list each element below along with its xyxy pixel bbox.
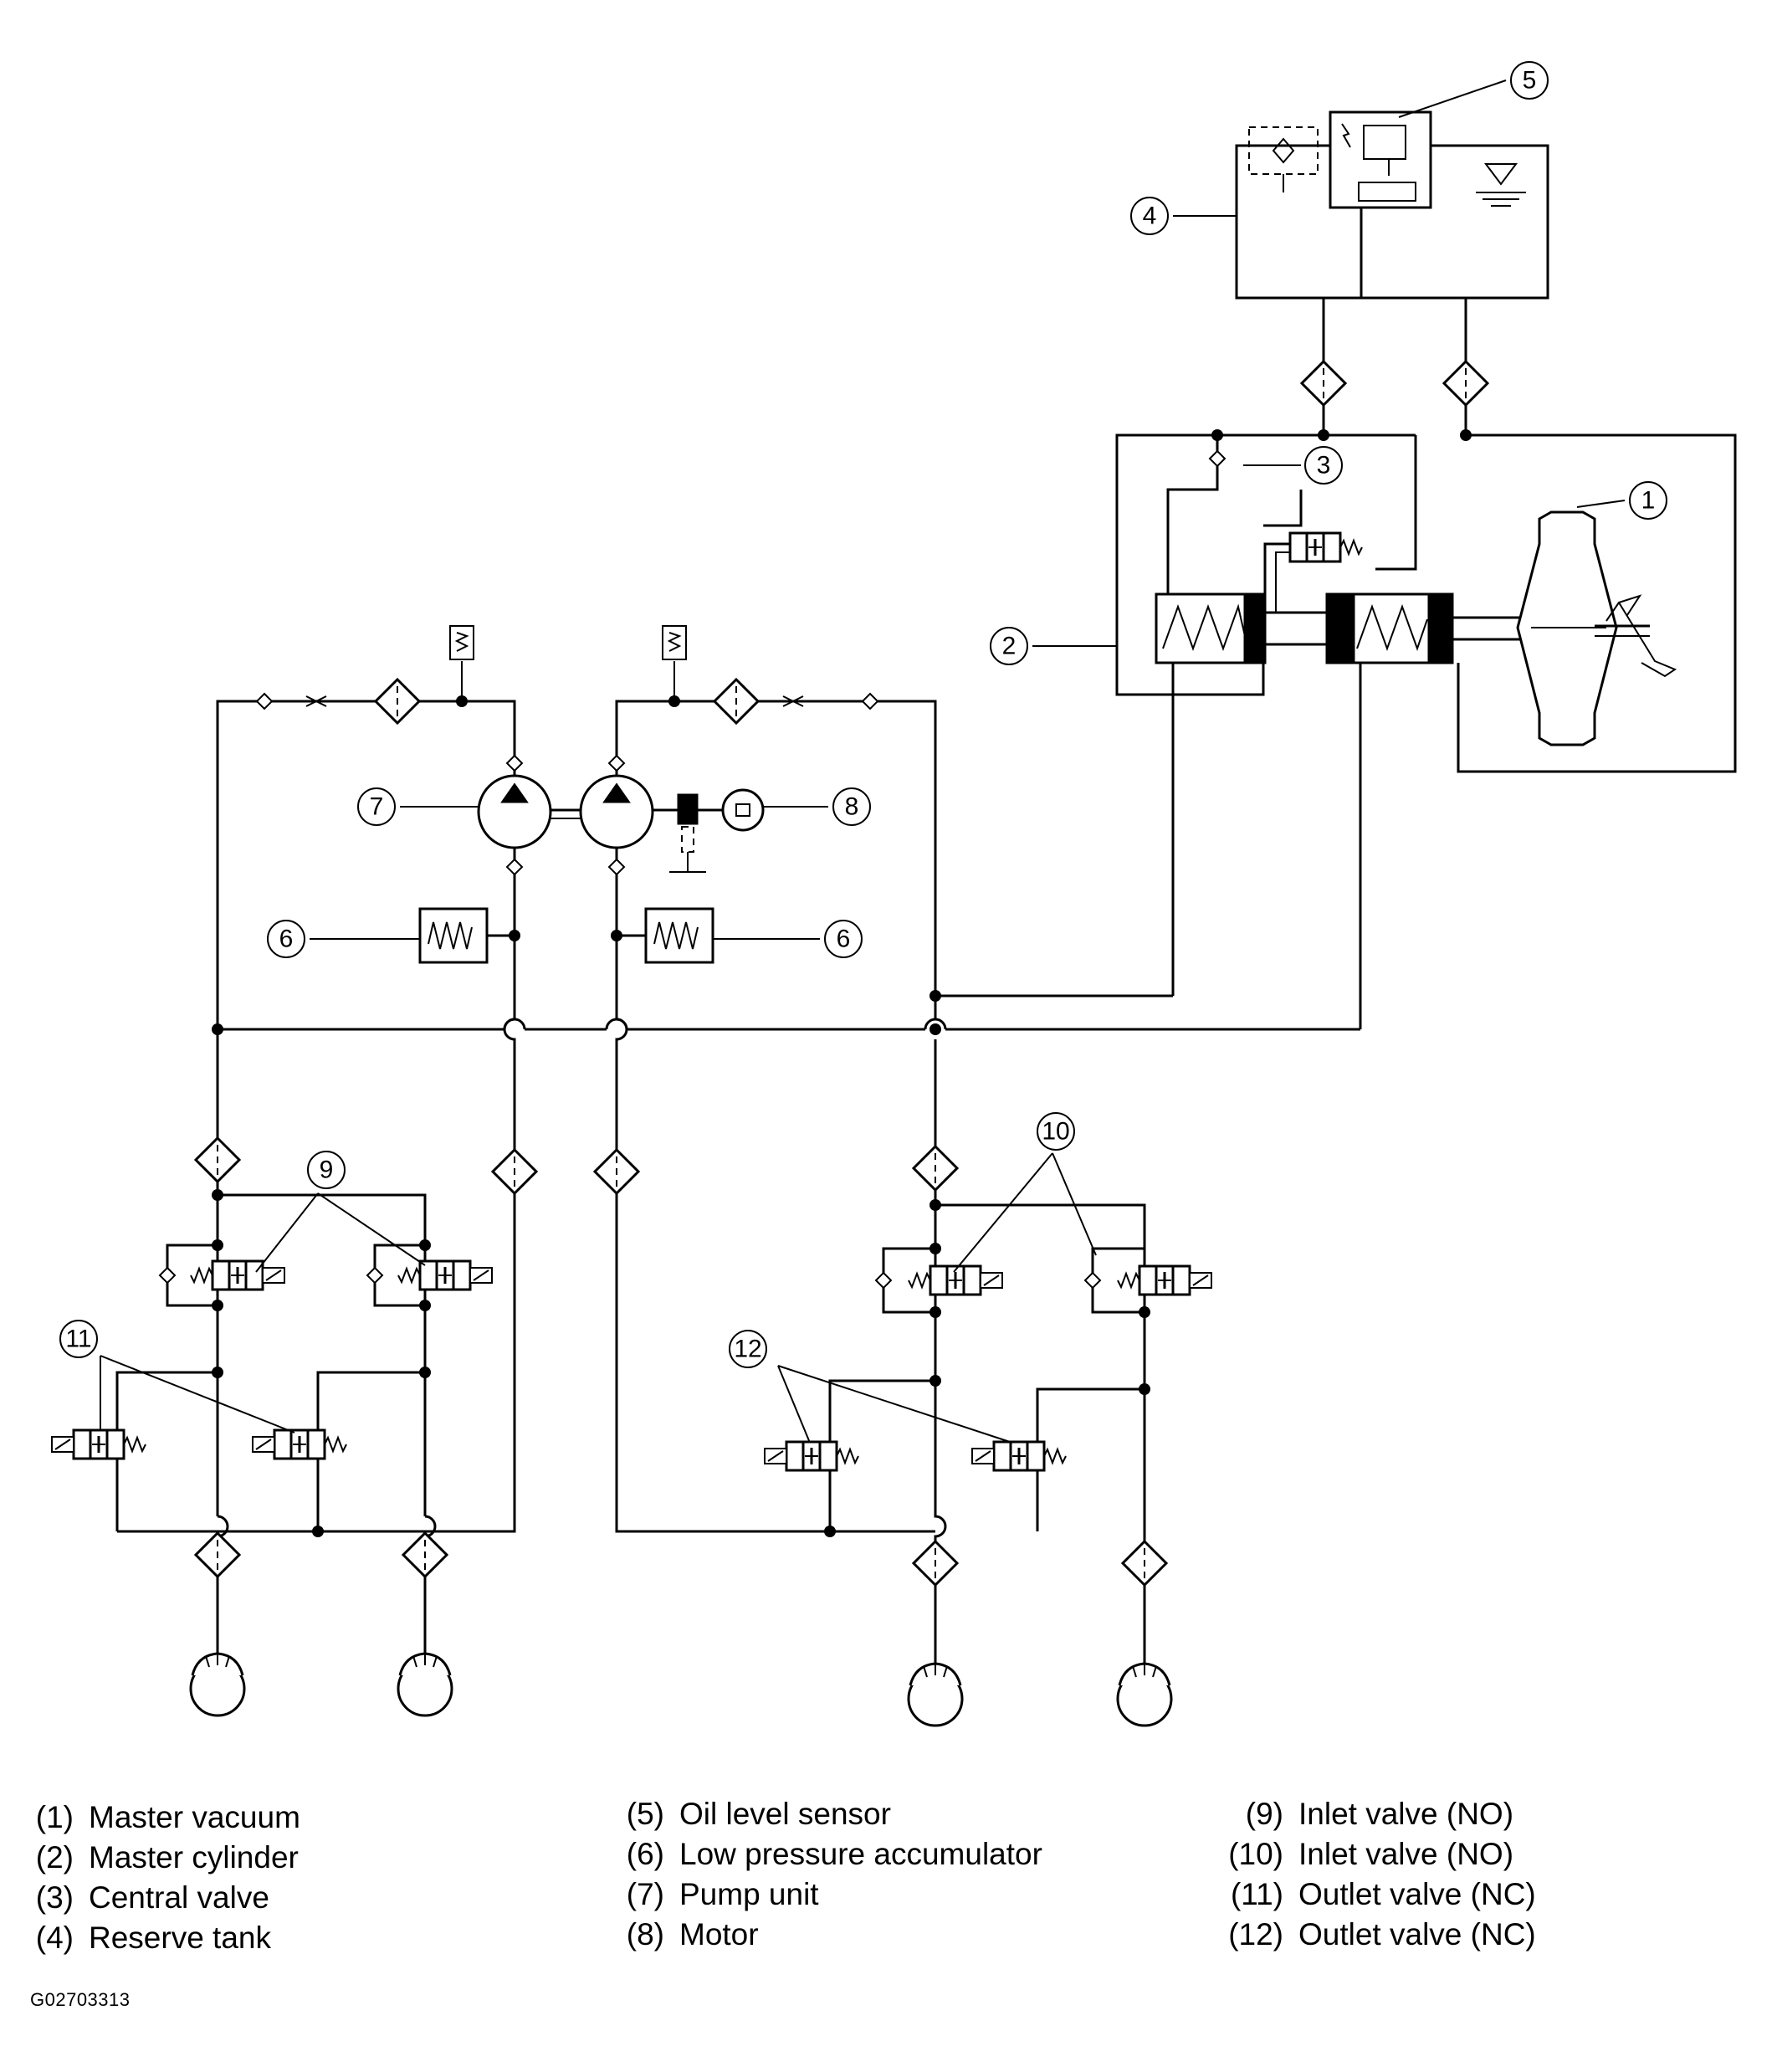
svg-text:11: 11 [65,1326,91,1353]
junction-dots [212,429,1472,1537]
legend-text: Inlet valve (NO) [1298,1837,1514,1871]
right-wheel-circuit [764,1172,1212,1727]
master-vacuum [1457,433,1737,773]
legend-item: (7) Pump unit [621,1875,1042,1915]
svg-text:8: 8 [845,793,859,821]
legend-number: (8) [626,1917,664,1951]
callout-4: 4 [1130,197,1169,235]
callout-1: 1 [1629,481,1667,520]
svg-text:6: 6 [837,926,851,953]
callout-8: 8 [832,787,871,826]
legend-column-1: (1) Master vacuum (2) Master cylinder (3) C… [30,1798,300,1958]
low-pressure-accumulator-left [418,907,515,964]
callout-6-left: 6 [267,920,305,958]
svg-text:10: 10 [1042,1118,1069,1146]
master-cylinder [1115,433,1529,1029]
legend-text: Outlet valve (NC) [1298,1877,1536,1911]
legend-column-3: (9) Inlet valve (NO) (10) Inlet valve (NO)… [1215,1794,1536,1955]
callout-12: 12 [729,1330,767,1368]
pump-unit [477,770,654,875]
legend-number: (1) [35,1800,74,1834]
low-pressure-accumulator-right [617,907,714,964]
legend-column-2: (5) Oil level sensor (6) Low pressure accu… [621,1794,1042,1955]
callout-10: 10 [1037,1112,1075,1151]
svg-text:6: 6 [279,926,294,953]
legend-number: (9) [1245,1797,1283,1831]
legend-text: Low pressure accumulator [679,1837,1042,1871]
legend-item: (10) Inlet valve (NO) [1215,1834,1536,1875]
legend-item: (12) Outlet valve (NC) [1215,1915,1536,1955]
callout-5: 5 [1510,61,1549,100]
legend-text: Reserve tank [89,1921,271,1955]
callout-11: 11 [59,1320,98,1358]
legend-text: Master vacuum [89,1800,300,1834]
callout-6-right: 6 [824,920,863,958]
svg-text:5: 5 [1523,67,1537,95]
callout-2: 2 [990,627,1028,665]
legend-number: (6) [626,1837,664,1871]
leader-lines [100,79,1626,1444]
legend-number: (10) [1228,1837,1283,1871]
legend-text: Master cylinder [89,1840,299,1875]
legend-item: (11) Outlet valve (NC) [1215,1875,1536,1915]
svg-text:9: 9 [320,1157,334,1184]
legend-number: (7) [626,1877,664,1911]
legend-number: (5) [626,1797,664,1831]
legend-text: Oil level sensor [679,1797,891,1831]
legend-item: (5) Oil level sensor [621,1794,1042,1834]
svg-text:1: 1 [1641,487,1656,515]
legend-item: (4) Reserve tank [30,1918,300,1958]
legend-text: Motor [679,1917,759,1951]
legend-text: Inlet valve (NO) [1298,1797,1514,1831]
svg-text:7: 7 [370,793,384,821]
callout-3: 3 [1304,446,1343,485]
legend-number: (4) [35,1921,74,1955]
legend-item: (1) Master vacuum [30,1798,300,1838]
motor [653,788,765,873]
callout-9: 9 [307,1151,346,1189]
svg-text:4: 4 [1143,203,1157,230]
legend-item: (8) Motor [621,1915,1042,1955]
legend-item: (3) Central valve [30,1878,300,1918]
legend-number: (2) [35,1840,74,1875]
legend-text: Outlet valve (NC) [1298,1917,1536,1951]
svg-text:12: 12 [734,1336,761,1363]
legend-number: (3) [35,1880,74,1915]
central-valve [1288,531,1363,563]
legend-number: (11) [1230,1877,1283,1911]
figure-code: G02703313 [30,1989,131,2010]
callout-7: 7 [357,787,396,826]
legend-item: (2) Master cylinder [30,1838,300,1878]
legend-text: Pump unit [679,1877,819,1911]
legend-item: (9) Inlet valve (NO) [1215,1794,1536,1834]
reserve-tank [1235,110,1549,300]
legend-text: Central valve [89,1880,269,1915]
legend-number: (12) [1228,1917,1283,1951]
svg-text:2: 2 [1002,633,1017,660]
left-wheel-circuit [51,1029,493,1717]
legend-item: (6) Low pressure accumulator [621,1834,1042,1875]
svg-text:3: 3 [1317,452,1331,480]
